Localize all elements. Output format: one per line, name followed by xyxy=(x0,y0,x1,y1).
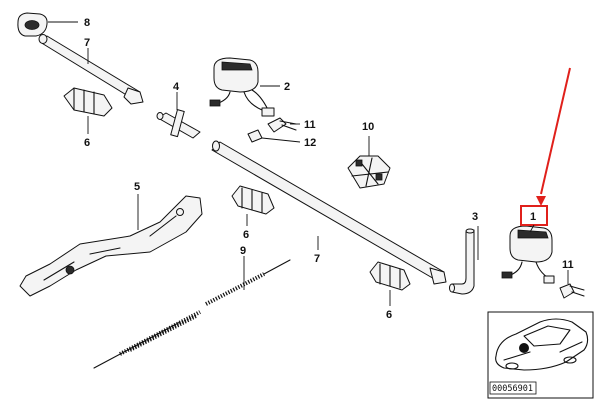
leader-12 xyxy=(261,137,301,143)
part-10-mount xyxy=(347,155,391,189)
part-6-clip-upper xyxy=(63,87,113,117)
diagram-number: 00056901 xyxy=(492,384,533,394)
part-3-elbow xyxy=(449,228,475,295)
part-4-t-connector xyxy=(156,109,201,139)
callout-3: 3 xyxy=(472,211,478,223)
part-7-long-hose xyxy=(211,140,447,285)
callout-11-upper: 11 xyxy=(304,119,316,131)
vehicle-inset: 00056901 xyxy=(487,311,594,399)
callout-11-lower: 11 xyxy=(562,259,574,271)
callout-6-upper: 6 xyxy=(84,137,90,149)
part-7-short-hose xyxy=(38,34,144,105)
callout-6-middle: 6 xyxy=(243,229,249,241)
part-11-connector-upper xyxy=(267,117,297,133)
location-dot xyxy=(519,343,529,353)
callout-7-long: 7 xyxy=(314,253,320,265)
callout-4: 4 xyxy=(173,81,180,93)
part-9-cable xyxy=(93,259,291,369)
callout-6-lower: 6 xyxy=(386,309,392,321)
part-11-connector-lower xyxy=(559,283,585,299)
callout-9: 9 xyxy=(240,245,246,257)
leader-1 xyxy=(529,224,535,233)
part-8-grommet xyxy=(17,12,48,37)
highlight-arrow-line xyxy=(540,67,571,195)
callout-8: 8 xyxy=(84,17,90,29)
highlight-arrow xyxy=(536,67,571,206)
callout-5: 5 xyxy=(134,181,140,193)
callout-7-upper: 7 xyxy=(84,37,90,49)
part-2-washer-jet xyxy=(209,57,275,117)
callout-10: 10 xyxy=(362,121,374,133)
part-1-heated-jet xyxy=(501,225,555,284)
highlight-arrow-head xyxy=(536,196,546,206)
car-outline xyxy=(495,318,589,371)
part-5-bracket xyxy=(19,195,203,297)
callout-1: 1 xyxy=(530,211,536,223)
callout-12: 12 xyxy=(304,137,316,149)
part-6-clip-middle xyxy=(231,185,275,215)
callout-2: 2 xyxy=(284,81,290,93)
diagram-number-box xyxy=(489,381,537,395)
part-6-clip-lower xyxy=(369,261,411,291)
